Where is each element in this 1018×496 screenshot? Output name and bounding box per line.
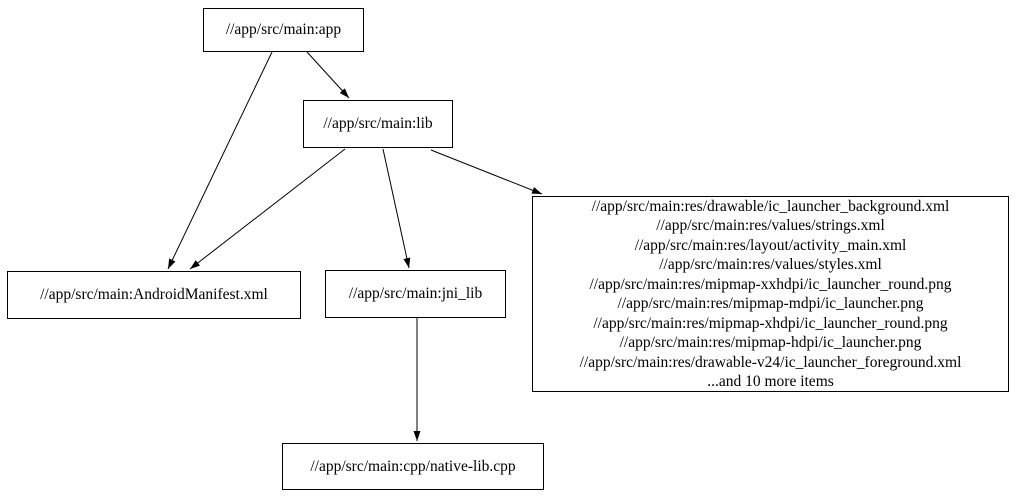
res-file-line: //app/src/main:res/values/styles.xml <box>659 256 882 273</box>
node-lib-label: //app/src/main:lib <box>323 115 433 133</box>
node-lib: //app/src/main:lib <box>303 100 453 148</box>
edge-lib-jnilib <box>382 148 411 269</box>
node-jni-lib: //app/src/main:jni_lib <box>325 270 506 318</box>
res-file-line: //app/src/main:res/mipmap-xhdpi/ic_launc… <box>593 314 948 332</box>
node-app: //app/src/main:app <box>203 8 364 52</box>
res-more-items-line: ...and 10 more items <box>707 373 834 390</box>
res-file-line: //app/src/main:res/drawable-v24/ic_launc… <box>579 353 962 371</box>
res-file-line: //app/src/main:res/mipmap-xxhdpi/ic_laun… <box>589 275 952 293</box>
node-android-manifest-label: //app/src/main:AndroidManifest.xml <box>40 286 268 304</box>
res-file-line: //app/src/main:res/drawable/ic_launcher_… <box>591 197 950 215</box>
edge-lib-manifest <box>189 148 346 270</box>
edge-lib-res <box>430 149 543 195</box>
edge-app-manifest <box>167 51 273 270</box>
res-file-line: //app/src/main:res/mipmap-mdpi/ic_launch… <box>617 295 924 312</box>
edge-app-lib <box>306 51 350 99</box>
res-file-line: //app/src/main:res/mipmap-hdpi/ic_launch… <box>619 334 922 351</box>
node-app-label: //app/src/main:app <box>225 21 342 39</box>
node-jni-lib-label: //app/src/main:jni_lib <box>348 285 483 303</box>
res-file-line: //app/src/main:res/layout/activity_main.… <box>634 236 907 254</box>
node-res-files: //app/src/main:res/drawable/ic_launcher_… <box>532 196 1009 392</box>
node-android-manifest: //app/src/main:AndroidManifest.xml <box>7 271 301 319</box>
node-native-lib-cpp-label: //app/src/main:cpp/native-lib.cpp <box>310 457 516 475</box>
node-native-lib-cpp: //app/src/main:cpp/native-lib.cpp <box>282 443 544 490</box>
res-file-line: //app/src/main:res/values/strings.xml <box>656 217 885 234</box>
